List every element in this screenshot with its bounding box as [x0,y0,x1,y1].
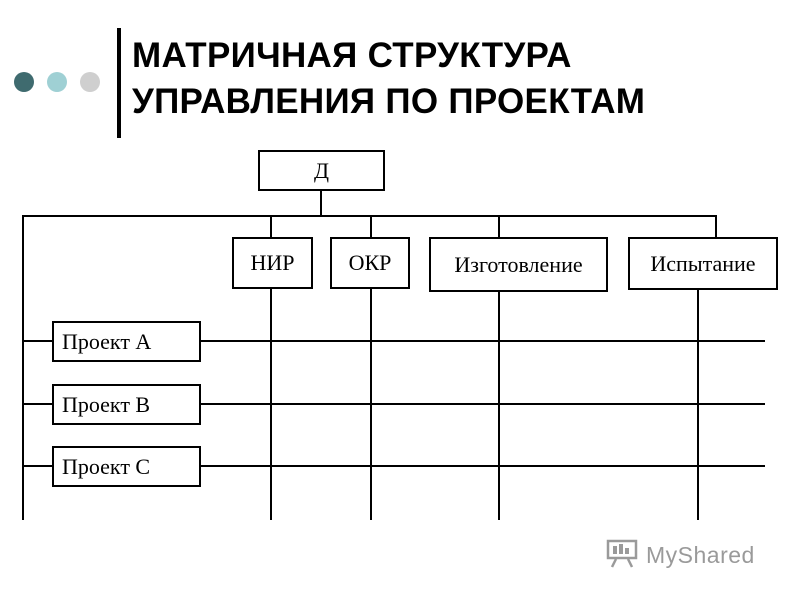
project-row-b [200,403,765,405]
dept-column-manufacturing [498,291,500,520]
presentation-board-icon [606,538,640,573]
title-divider [117,28,121,138]
director-connector [320,190,322,216]
slide-title: МАТРИЧНАЯ СТРУКТУРА УПРАВЛЕНИЯ ПО ПРОЕКТ… [132,33,782,125]
project-stub-a [22,340,54,342]
title-line-2: УПРАВЛЕНИЯ ПО ПРОЕКТАМ [132,82,646,121]
dept-box-okr: ОКР [330,237,410,289]
project-stub-c [22,465,54,467]
dept-box-nir: НИР [232,237,313,289]
project-row-a [200,340,765,342]
title-line-1: МАТРИЧНАЯ СТРУКТУРА [132,36,572,75]
project-box-c: Проект С [52,446,201,487]
director-box: Д [258,150,385,191]
main-bus-line [22,215,717,217]
project-stub-b [22,403,54,405]
project-box-a: Проект А [52,321,201,362]
project-trunk-line [22,215,24,520]
dept-box-testing: Испытание [628,237,778,290]
dept-box-manufacturing: Изготовление [429,237,608,292]
watermark-logo: MyShared [606,538,755,573]
dept-connector-manufacturing [498,215,500,238]
decor-dot-light [47,72,67,92]
dept-connector-okr [370,215,372,238]
project-row-c [200,465,765,467]
decor-dot-grey [80,72,100,92]
dept-connector-testing [715,215,717,238]
project-box-b: Проект В [52,384,201,425]
decor-dot-dark [14,72,34,92]
watermark-text: MyShared [646,541,755,568]
dept-connector-nir [270,215,272,238]
